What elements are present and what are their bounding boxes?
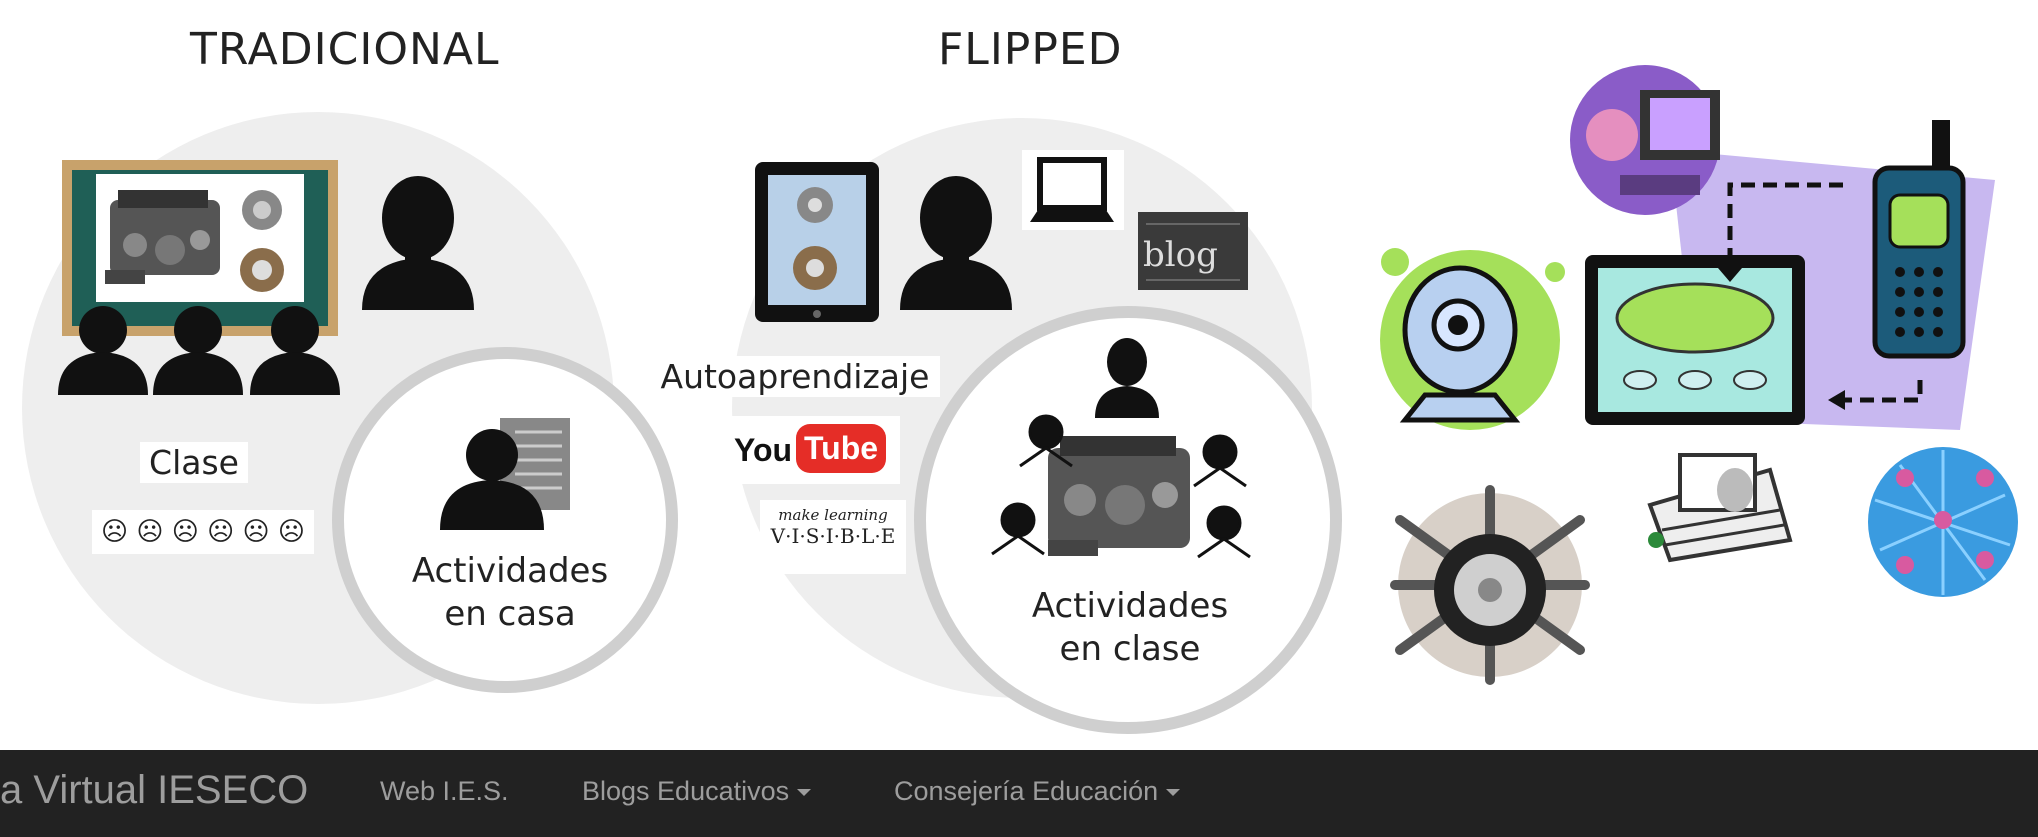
nav-dropdown-blogs-label: Blogs Educativos [582,776,790,806]
teacher-icon [362,176,474,310]
home-activities-line2: en casa [444,593,576,634]
caret-down-icon [797,789,812,797]
home-activities-line1: Actividades [411,551,609,591]
brand-link[interactable]: a Virtual IESECO [0,768,309,812]
alternator-icon [240,190,284,292]
caret-down-icon [1166,789,1181,797]
group-students-icon [991,414,1251,559]
visible-learning-card: make learning V·I·S·I·B·L·E [760,500,906,574]
tablet-icon [755,162,879,322]
webcam-icon [1380,248,1565,430]
class-activities-label: Actividades en clase [1005,585,1255,670]
class-activities-line1: Actividades [1031,586,1229,626]
small-teacher-icon [1095,338,1159,418]
blog-label: blog [1143,235,1218,275]
person-reading-icon [440,418,570,530]
banner: TRADICIONAL FLIPPED [22,24,2018,734]
person-computer-icon [1570,65,1720,215]
class-label: Clase [140,442,248,484]
class-engine-icon [1048,436,1190,556]
youtube-you-text: You [734,432,793,468]
class-activities-line2: en clase [1059,628,1201,669]
tools-wheel-icon [1390,485,1590,685]
laptop-icon [1022,150,1124,230]
monitor-icon [1585,255,1805,425]
engine-icon [105,190,220,284]
blog-icon [1138,212,1248,290]
youtube-logo[interactable]: You Tube [730,416,900,484]
students-icon [58,306,340,395]
nav-link-web-ies-label: Web I.E.S. [380,776,509,806]
youtube-tube-text: Tube [796,424,887,473]
emoji-row: ☹ ☹ ☹ ☹ ☹ ☹ [92,510,314,554]
flipped-heading: FLIPPED [938,24,1123,75]
printer-icon [1647,453,1793,563]
nav-dropdown-blogs[interactable]: Blogs Educativos [582,776,812,807]
arrow-head-bottom [1828,390,1845,410]
blackboard-icon [62,160,338,336]
arrow-head-top [1718,268,1742,282]
dashed-arrow-bottom [1845,380,1923,403]
cell-phone-icon [1872,120,1966,359]
top-navbar: a Virtual IESECO Web I.E.S. Blogs Educat… [0,750,2038,837]
traditional-diagram [22,112,678,704]
self-learning-label: Autoaprendizaje [650,356,940,398]
traditional-heading: TRADICIONAL [190,24,500,75]
nav-dropdown-consejeria-label: Consejería Educación [894,776,1159,806]
visible-line2: V·I·S·I·B·L·E [770,524,896,548]
nav-link-web-ies[interactable]: Web I.E.S. [380,776,509,807]
home-activities-label: Actividades en casa [385,550,635,635]
dashed-arrow-top [1727,182,1850,262]
visible-line1: make learning [778,506,888,524]
nav-dropdown-consejeria[interactable]: Consejería Educación [894,776,1181,807]
network-globe-icon [1868,447,2018,597]
technology-clipart [1380,65,2018,685]
flipped-teacher-icon [900,176,1012,310]
